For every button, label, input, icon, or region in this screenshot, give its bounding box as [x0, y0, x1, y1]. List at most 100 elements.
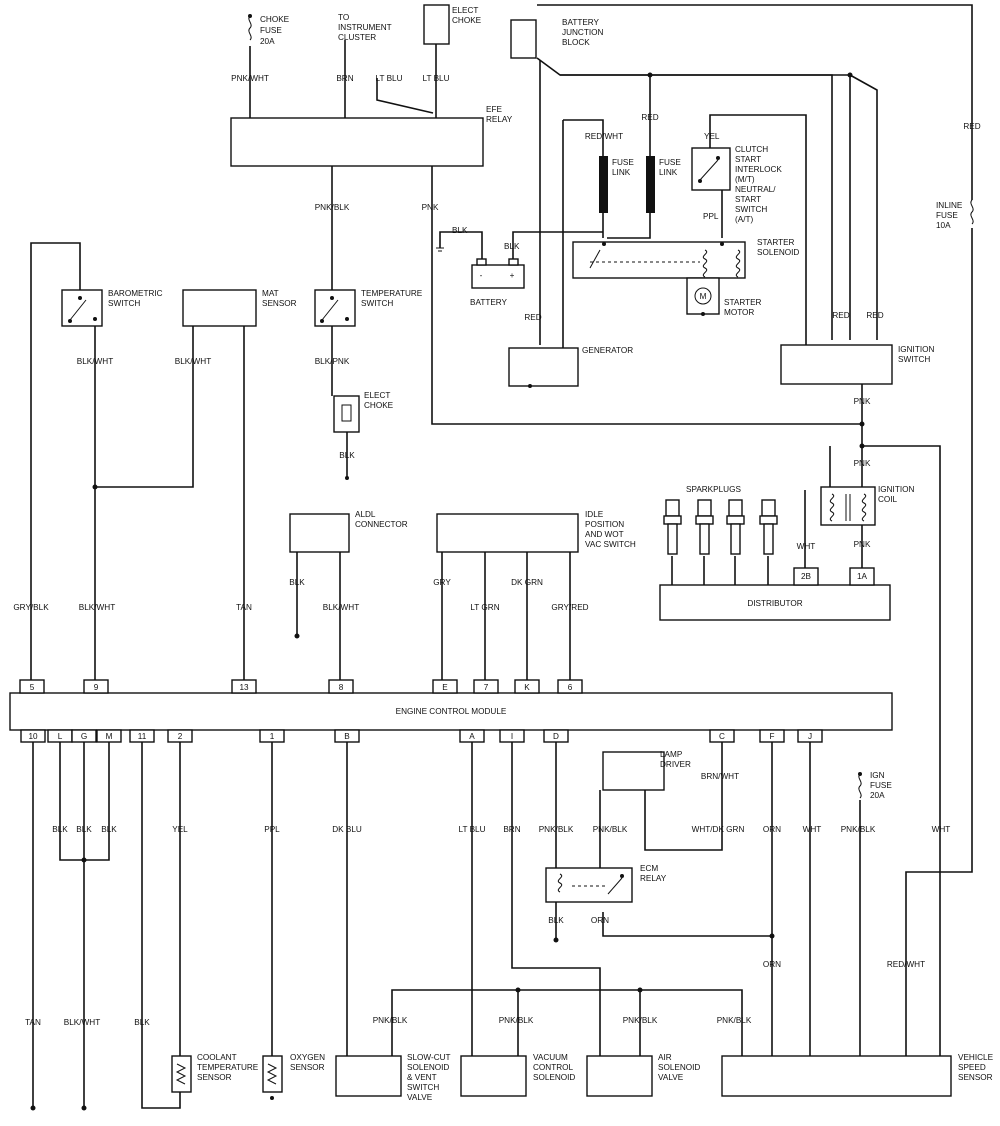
distributor-pin-2b — [793, 567, 819, 586]
generator-box — [508, 347, 579, 387]
slow-cut-label-4: SWITCH — [407, 1083, 439, 1092]
ign-fuse-label-1: IGN — [870, 771, 885, 780]
dk-grn-label: DK GRN — [511, 578, 543, 587]
sparkplugs-label: SPARKPLUGS — [686, 485, 741, 494]
temp-switch-label-2: SWITCH — [361, 299, 393, 308]
orn-label-2: ORN — [591, 916, 609, 925]
red-label-4: RED — [832, 311, 849, 320]
starter-solenoid-label-2: SOLENOID — [757, 248, 799, 257]
battery-junction-label-2: JUNCTION — [562, 28, 603, 37]
ecm-pin-c: C — [719, 732, 725, 741]
clutch-label-4: (M/T) — [735, 175, 755, 184]
battery-junction-label-3: BLOCK — [562, 38, 590, 47]
blk-label-relay: BLK — [548, 916, 564, 925]
blk-label-l: BLK — [52, 825, 68, 834]
fuse-symbols — [248, 14, 974, 799]
clutch-label-2: START — [735, 155, 761, 164]
clutch-label-7: SWITCH — [735, 205, 767, 214]
wht-label-3: WHT — [932, 825, 951, 834]
coolant-label-1: COOLANT — [197, 1053, 237, 1062]
idle-pos-label-4: VAC SWITCH — [585, 540, 636, 549]
blk-label-choke: BLK — [339, 451, 355, 460]
gry-label: GRY — [433, 578, 451, 587]
ignition-coil-label-2: COIL — [878, 495, 898, 504]
inline-fuse-label-3: 10A — [936, 221, 951, 230]
ecm-pin-k: K — [524, 683, 530, 692]
distributor-pin-2b-label: 2B — [801, 572, 812, 581]
engine-control-module-box — [9, 692, 893, 731]
battery-plus: + — [510, 271, 515, 280]
inline-fuse-label-1: INLINE — [936, 201, 963, 210]
components — [9, 4, 952, 1100]
blk-label-batt2: BLK — [504, 242, 520, 251]
orn-label-3: ORN — [763, 960, 781, 969]
barometric-label-2: SWITCH — [108, 299, 140, 308]
ecm-pin-g: G — [81, 732, 87, 741]
starter-motor-box — [686, 277, 720, 315]
wht-dk-grn-label: WHT/DK GRN — [692, 825, 745, 834]
tan-label-1: TAN — [236, 603, 252, 612]
wires — [30, 4, 973, 1109]
inline-fuse-label-2: FUSE — [936, 211, 958, 220]
barometric-label-1: BAROMETRIC — [108, 289, 163, 298]
vss-label-2: SPEED — [958, 1063, 986, 1072]
to-instrument-label-3: CLUSTER — [338, 33, 376, 42]
choke-fuse-icon — [248, 15, 252, 41]
idle-position-switch-box — [436, 513, 579, 553]
lt-grn-label: LT GRN — [470, 603, 499, 612]
ign-fuse-label-3: 20A — [870, 791, 885, 800]
brn-label: BRN — [336, 74, 353, 83]
air-solenoid-label-2: SOLENOID — [658, 1063, 700, 1072]
elect-choke-top-label-2: CHOKE — [452, 16, 482, 25]
ecm-pin-2: 2 — [178, 732, 183, 741]
slow-cut-label-3: & VENT — [407, 1073, 437, 1082]
blk-label-11: BLK — [134, 1018, 150, 1027]
gry-blk-label: GRY/BLK — [13, 603, 49, 612]
ignition-switch-label-1: IGNITION — [898, 345, 934, 354]
starter-solenoid-label-1: STARTER — [757, 238, 795, 247]
elect-choke-top-label-1: ELECT — [452, 6, 478, 15]
ecm-pin-d: D — [553, 732, 559, 741]
pnk-label-3: PNK — [854, 459, 871, 468]
red-label-2: RED — [963, 122, 980, 131]
clutch-label-5: NEUTRAL/ — [735, 185, 776, 194]
pnk-label-4: PNK — [854, 540, 871, 549]
red-label-5: RED — [866, 311, 883, 320]
vacuum-label-3: SOLENOID — [533, 1073, 575, 1082]
ecm-pin-l: L — [58, 732, 63, 741]
efe-relay-label-1: EFE — [486, 105, 502, 114]
vacuum-control-solenoid-box — [460, 1055, 527, 1097]
vss-label-3: SENSOR — [958, 1073, 993, 1082]
to-instrument-label-1: TO — [338, 13, 349, 22]
distributor-box — [659, 584, 891, 621]
temp-switch-label-1: TEMPERATURE — [361, 289, 423, 298]
efe-relay-label-2: RELAY — [486, 115, 513, 124]
ecm-pin-m: M — [106, 732, 113, 741]
ign-fuse-label-2: FUSE — [870, 781, 892, 790]
motor-m: M — [700, 292, 707, 301]
red-wht-label-2: RED/WHT — [887, 960, 925, 969]
pnk-blk-label-6: PNK/BLK — [499, 1016, 534, 1025]
ecm-pin-j: J — [808, 732, 812, 741]
ecm-pin-11: 11 — [138, 732, 147, 741]
ecm-relay-label-1: ECM — [640, 864, 658, 873]
idle-pos-label-2: POSITION — [585, 520, 624, 529]
blk-wht-label-2: BLK/WHT — [175, 357, 211, 366]
clutch-interlock-box — [691, 147, 731, 191]
ecm-pins-bottom: 10 L G M 11 2 1 B A I D C F J — [20, 729, 823, 743]
starter-motor-label-2: MOTOR — [724, 308, 754, 317]
elect-choke-mid-label-2: CHOKE — [364, 401, 394, 410]
vacuum-label-1: VACUUM — [533, 1053, 568, 1062]
ecm-pin-9: 9 — [94, 683, 99, 692]
elect-choke-mid-box — [333, 395, 360, 433]
fuse-link-label-1: FUSE — [612, 158, 634, 167]
clutch-label-8: (A/T) — [735, 215, 753, 224]
pnk-blk-label-3: PNK/BLK — [593, 825, 628, 834]
pnk-blk-label-4: PNK/BLK — [841, 825, 876, 834]
mat-label-2: SENSOR — [262, 299, 297, 308]
blk-wht-label-1: BLK/WHT — [77, 357, 113, 366]
slow-cut-label-2: SOLENOID — [407, 1063, 449, 1072]
ecm-relay-label-2: RELAY — [640, 874, 667, 883]
distributor-label: DISTRIBUTOR — [747, 599, 802, 608]
distributor-pin-1a — [849, 567, 875, 586]
